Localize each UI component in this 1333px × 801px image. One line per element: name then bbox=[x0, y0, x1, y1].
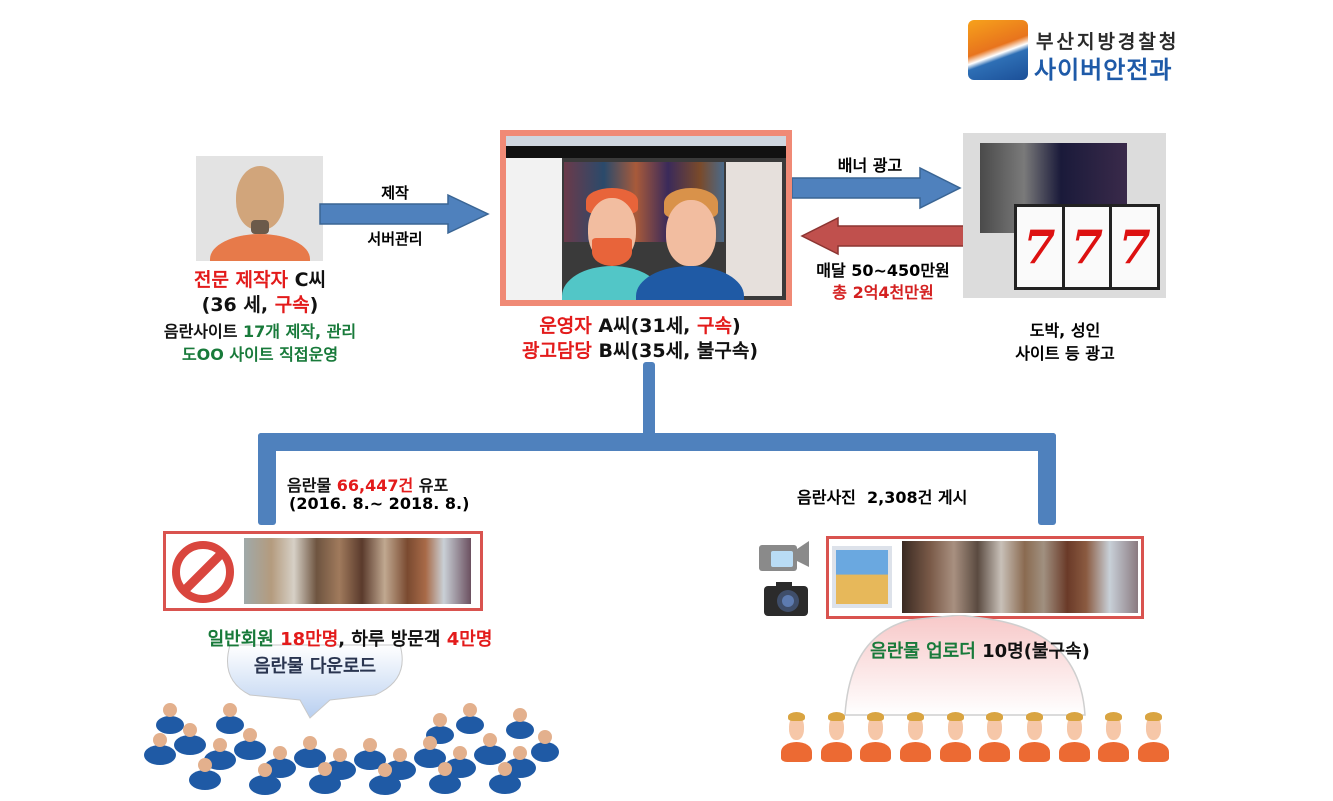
distribution-period: (2016. 8.~ 2018. 8.) bbox=[289, 494, 470, 513]
pixelated-image bbox=[244, 538, 471, 604]
arrow-label-server: 서버관리 bbox=[367, 230, 423, 248]
camcorder-icon bbox=[759, 541, 809, 571]
connector-horizontal bbox=[258, 433, 1056, 451]
right-arrow-icon bbox=[792, 166, 962, 210]
producer-age-status: (36 세, 구속) bbox=[201, 294, 319, 316]
uploader-person-icon bbox=[859, 710, 892, 765]
payment-monthly: 매달 50~450만원 bbox=[816, 261, 950, 280]
uploader-person-icon bbox=[1058, 710, 1091, 765]
police-emblem-icon bbox=[968, 20, 1028, 80]
connector-vertical-center bbox=[643, 362, 655, 436]
producer-desc-2: 도OO 사이트 직접운영 bbox=[181, 345, 339, 364]
producer-desc-1: 음란사이트 17개 제작, 관리 bbox=[163, 322, 357, 341]
uploader-person-icon bbox=[1137, 710, 1170, 765]
operator-line-2: 광고담당 B씨(35세, 불구속) bbox=[521, 340, 759, 362]
slot-machine: 7 7 7 bbox=[1014, 204, 1160, 290]
arrow-label-banner: 배너 광고 bbox=[837, 156, 903, 175]
no-entry-icon bbox=[172, 541, 234, 603]
uploaders-row bbox=[780, 710, 1170, 765]
speech-bubble-uploaders bbox=[844, 615, 1086, 716]
distribution-count: 음란물 66,447건 유포 bbox=[287, 476, 449, 495]
left-arrow-icon bbox=[800, 216, 966, 256]
advertiser-line-1: 도박, 성인 bbox=[1029, 321, 1101, 340]
website-screenshot-with-two-men-icon bbox=[500, 130, 792, 306]
uploader-count: 음란물 업로더 10명(불구속) bbox=[870, 641, 1090, 662]
connector-left-leg bbox=[258, 433, 276, 525]
payment-total: 총 2억4천만원 bbox=[832, 283, 934, 302]
uploader-person-icon bbox=[978, 710, 1011, 765]
download-label: 음란물 다운로드 bbox=[253, 656, 377, 677]
pixelated-image bbox=[902, 541, 1138, 613]
logo-agency-name: 부산지방경찰청 bbox=[1036, 31, 1180, 53]
logo-department-name: 사이버안전과 bbox=[1034, 56, 1173, 84]
operator-line-1: 운영자 A씨(31세, 구속) bbox=[539, 315, 741, 337]
member-stats: 일반회원 18만명, 하루 방문객 4만명 bbox=[207, 629, 493, 650]
uploader-person-icon bbox=[1097, 710, 1130, 765]
photo-post-count: 음란사진 2,308건 게시 bbox=[797, 488, 968, 507]
photo-icon bbox=[832, 546, 892, 608]
producer-title: 전문 제작자 C씨 bbox=[193, 269, 327, 291]
uploader-person-icon bbox=[820, 710, 853, 765]
uploader-person-icon bbox=[899, 710, 932, 765]
crowd-of-users-icon bbox=[144, 703, 559, 795]
bald-man-avatar-icon bbox=[196, 156, 323, 261]
camera-icon bbox=[764, 582, 808, 616]
right-arrow-icon bbox=[319, 193, 490, 235]
uploader-person-icon bbox=[1018, 710, 1051, 765]
uploader-person-icon bbox=[939, 710, 972, 765]
advertiser-line-2: 사이트 등 광고 bbox=[1015, 344, 1115, 363]
arrow-label-production: 제작 bbox=[381, 184, 409, 202]
connector-right-leg bbox=[1038, 433, 1056, 525]
uploader-person-icon bbox=[780, 710, 813, 765]
speech-bubble-download bbox=[227, 644, 403, 719]
